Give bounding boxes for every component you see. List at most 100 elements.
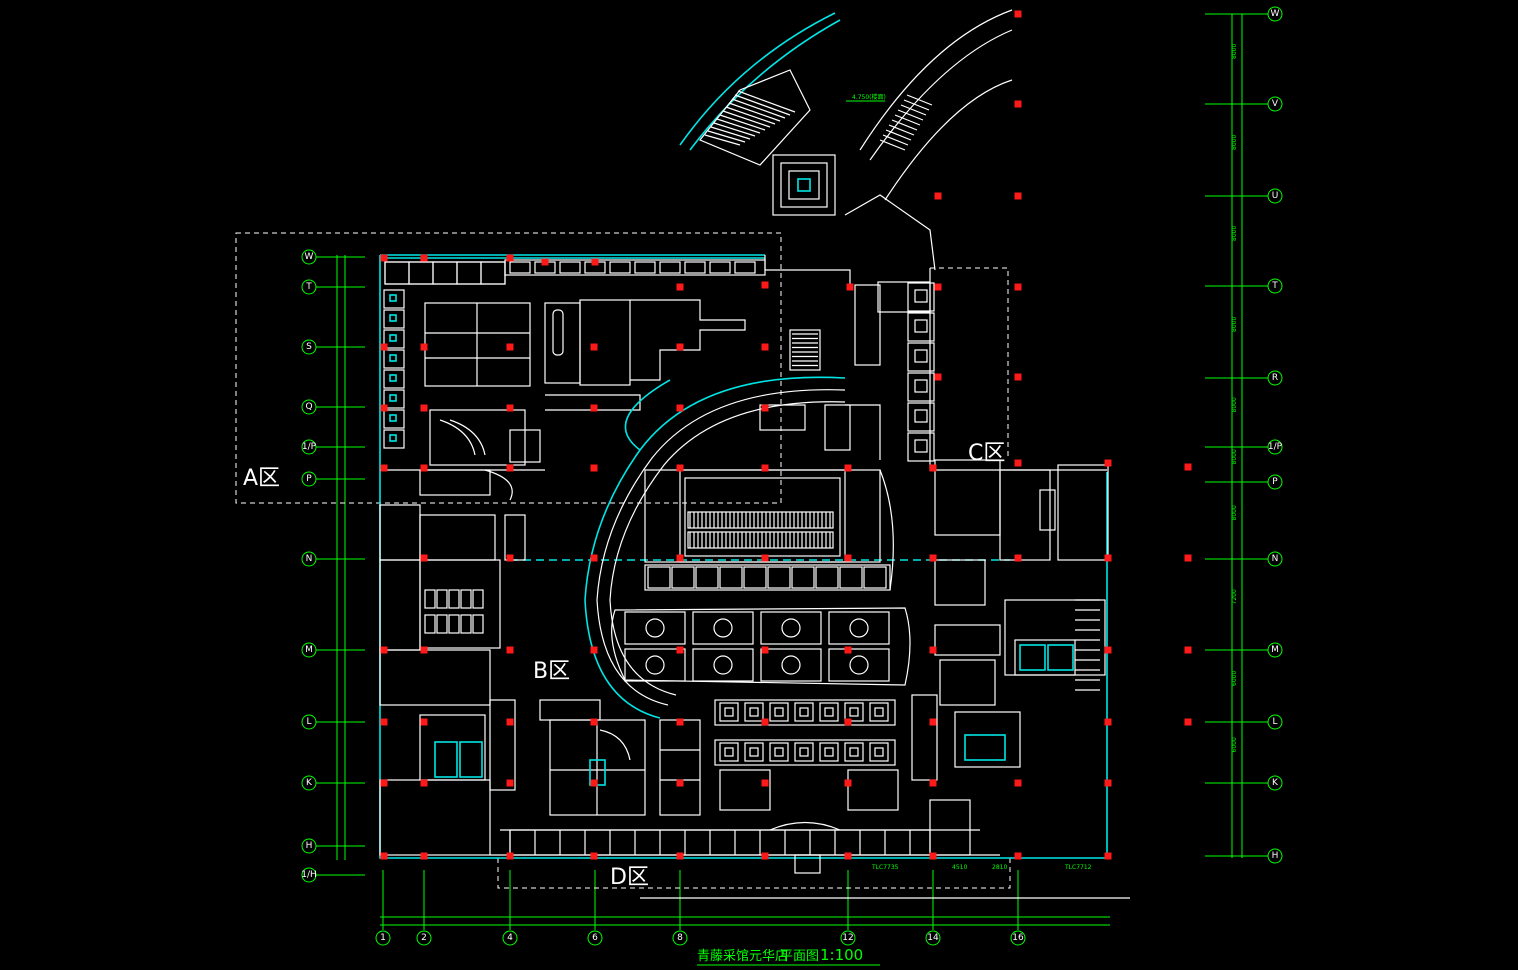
column-marker — [1104, 646, 1112, 654]
column-marker — [1014, 459, 1022, 467]
right-dim-value: 8000 — [1231, 449, 1238, 464]
axis-bubble-left-10: H — [301, 838, 317, 854]
column-marker — [1104, 718, 1112, 726]
svg-text:12: 12 — [842, 933, 853, 943]
svg-text:8: 8 — [677, 933, 683, 943]
column-marker — [844, 779, 852, 787]
svg-text:1/H: 1/H — [301, 870, 317, 880]
axis-bubble-right-3: T — [1267, 278, 1283, 294]
svg-text:H: H — [1272, 851, 1279, 861]
column-marker — [844, 554, 852, 562]
axis-bubble-left-7: M — [301, 642, 317, 658]
right-dim-value: 8000 — [1231, 226, 1238, 241]
svg-text:W: W — [305, 252, 314, 262]
column-marker — [676, 464, 684, 472]
column-marker — [506, 718, 514, 726]
svg-text:H: H — [306, 841, 313, 851]
right-dim-value: 8000 — [1231, 317, 1238, 332]
column-marker — [380, 779, 388, 787]
column-marker — [380, 718, 388, 726]
column-marker — [506, 779, 514, 787]
axis-bubble-left-2: S — [301, 339, 317, 355]
axis-bubble-right-7: N — [1267, 551, 1283, 567]
column-marker — [420, 464, 428, 472]
zone-label-d: D区 — [610, 865, 649, 890]
axis-bubble-bottom-4: 8 — [672, 930, 688, 946]
elevation-note: 4.750(楼面) — [852, 93, 886, 101]
dim-note-1: 4510 — [952, 864, 967, 871]
axis-bubble-bottom-7: 16 — [1010, 930, 1026, 946]
column-marker — [590, 718, 598, 726]
right-dim-value: 8000 — [1231, 397, 1238, 412]
column-marker — [676, 852, 684, 860]
column-marker — [929, 852, 937, 860]
column-marker — [1014, 373, 1022, 381]
svg-text:L: L — [1272, 717, 1277, 727]
column-marker — [844, 718, 852, 726]
svg-text:16: 16 — [1012, 933, 1024, 943]
top-corridor — [504, 259, 821, 411]
axis-bubble-left-6: N — [301, 551, 317, 567]
column-marker — [1104, 554, 1112, 562]
column-marker — [380, 404, 388, 412]
column-marker — [1184, 554, 1192, 562]
column-marker — [420, 718, 428, 726]
svg-text:2: 2 — [421, 933, 427, 943]
column-marker — [1104, 852, 1112, 860]
svg-text:L: L — [306, 717, 311, 727]
axis-bubble-right-9: L — [1267, 714, 1283, 730]
zone-label-a: A区 — [243, 466, 280, 491]
svg-text:M: M — [1271, 645, 1279, 655]
svg-text:6: 6 — [592, 933, 598, 943]
column-marker — [1104, 779, 1112, 787]
column-marker — [591, 258, 599, 266]
column-marker — [676, 646, 684, 654]
central-curved-core — [584, 376, 911, 719]
svg-text:T: T — [305, 282, 312, 292]
column-marker — [929, 464, 937, 472]
right-dim-value: 7200 — [1231, 589, 1238, 604]
right-dim-value: 6000 — [1231, 671, 1238, 686]
column-marker — [761, 343, 769, 351]
right-dim-value: 6000 — [1231, 737, 1238, 752]
column-marker — [934, 192, 942, 200]
svg-text:1: 1 — [380, 933, 386, 943]
axis-bubble-left-3: Q — [301, 399, 317, 415]
svg-text:W: W — [1271, 9, 1280, 19]
column-marker — [676, 343, 684, 351]
column-marker — [506, 464, 514, 472]
column-marker — [1014, 192, 1022, 200]
svg-text:14: 14 — [927, 933, 939, 943]
column-marker — [420, 343, 428, 351]
column-marker — [420, 554, 428, 562]
svg-text:Q: Q — [305, 402, 312, 412]
svg-text:N: N — [1272, 554, 1279, 564]
zone-label-c: C区 — [968, 441, 1005, 466]
column-marker — [761, 464, 769, 472]
svg-text:T: T — [1271, 281, 1278, 291]
axis-bubble-bottom-6: 14 — [925, 930, 941, 946]
zone-label-b: B区 — [533, 659, 570, 684]
svg-text:K: K — [1272, 778, 1279, 788]
column-marker — [506, 554, 514, 562]
axis-bubble-left-4: 1/P — [301, 439, 317, 455]
drawing-sheet-name: 平面图 — [780, 949, 819, 964]
column-marker — [761, 554, 769, 562]
zone-d-rooms — [509, 694, 938, 874]
axis-bubble-left-9: K — [301, 775, 317, 791]
right-dim-value: 8000 — [1231, 44, 1238, 59]
structural-columns — [380, 10, 1192, 860]
column-marker — [676, 404, 684, 412]
axis-bubble-right-2: U — [1267, 188, 1283, 204]
column-marker — [506, 852, 514, 860]
column-marker — [1184, 646, 1192, 654]
svg-text:1/P: 1/P — [1268, 442, 1283, 452]
axis-bubble-left-11: 1/H — [301, 867, 317, 883]
axis-bubble-right-8: M — [1267, 642, 1283, 658]
column-marker — [761, 852, 769, 860]
column-marker — [761, 779, 769, 787]
column-marker — [1184, 718, 1192, 726]
axis-bubble-bottom-2: 4 — [502, 930, 518, 946]
column-marker — [676, 718, 684, 726]
